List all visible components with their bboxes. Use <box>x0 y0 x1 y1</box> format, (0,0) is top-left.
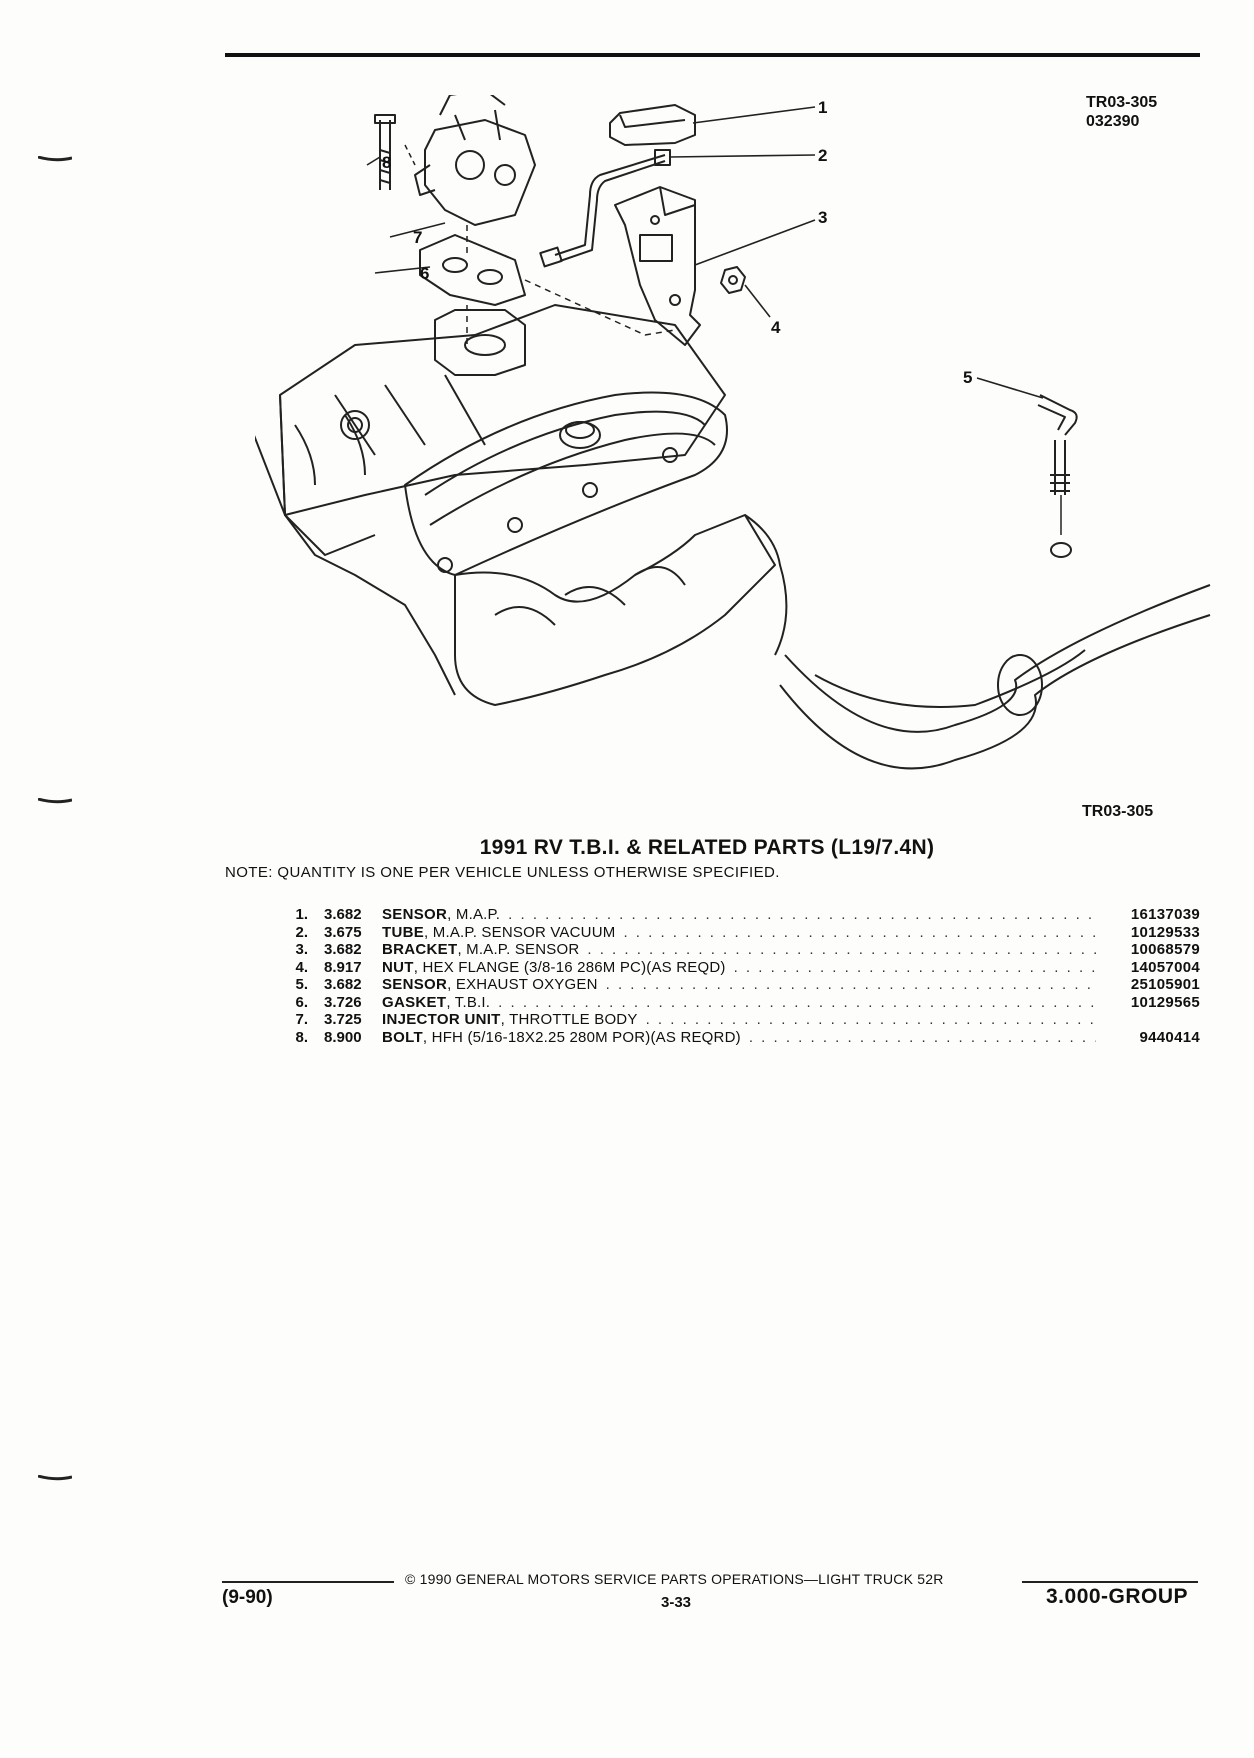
leader-dots <box>749 1029 1096 1047</box>
header-code: TR03-305 <box>1086 94 1158 111</box>
item-number: 5. <box>295 976 308 993</box>
callout-1: 1 <box>818 98 827 117</box>
group-number: 3.726 <box>324 993 362 1011</box>
callout-8: 8 <box>382 153 391 172</box>
top-rule <box>225 53 1200 57</box>
group-number: 3.725 <box>324 1011 362 1028</box>
part-name: BOLT <box>382 1028 423 1046</box>
parts-row: 1. 3.682 SENSOR, M.A.P. 16137039 <box>270 906 1200 924</box>
part-detail: , M.A.P. SENSOR VACUUM <box>424 923 616 941</box>
group-number: 3.682 <box>324 976 362 993</box>
header-date-code: 032390 <box>1086 113 1140 130</box>
parts-row: 8. 8.900 BOLT, HFH (5/16-18X2.25 280M PO… <box>270 1029 1200 1047</box>
part-detail: , T.B.I. <box>446 993 491 1011</box>
part-detail: , M.A.P. SENSOR <box>457 941 580 958</box>
leader-dots <box>606 976 1096 994</box>
binder-mark <box>38 156 72 162</box>
item-number: 1. <box>295 906 308 923</box>
callout-5: 5 <box>963 368 972 387</box>
part-detail: , HFH (5/16-18X2.25 280M POR)(AS REQRD) <box>422 1028 741 1046</box>
part-description: NUT, HEX FLANGE (3/8-16 286M PC)(AS REQD… <box>372 959 726 977</box>
diagram-code: TR03-305 <box>1082 803 1154 820</box>
parts-row: 3. 3.682 BRACKET, M.A.P. SENSOR 10068579 <box>270 941 1200 959</box>
callout-2: 2 <box>818 146 827 165</box>
part-name: SENSOR <box>382 906 448 923</box>
binder-mark <box>38 798 72 804</box>
footer-rule-left <box>222 1581 394 1583</box>
quantity-note: NOTE: QUANTITY IS ONE PER VEHICLE UNLESS… <box>225 864 780 881</box>
group-number: 8.917 <box>324 958 362 976</box>
part-number: 14057004 <box>1130 958 1200 976</box>
part-name: BRACKET <box>382 941 458 958</box>
item-number: 3. <box>295 941 308 958</box>
part-number: 10129565 <box>1130 993 1200 1011</box>
page-title-text: 1991 RV T.B.I. & RELATED PARTS (L19/7.4N… <box>479 836 935 859</box>
leader-dots <box>587 941 1096 959</box>
item-number: 2. <box>295 923 308 941</box>
exploded-view-diagram: 1 2 3 4 5 6 7 8 <box>255 95 1211 770</box>
group-number: 3.682 <box>324 906 362 923</box>
leader-dots <box>734 959 1096 977</box>
group-number: 3.675 <box>324 923 362 941</box>
item-number: 6. <box>295 993 308 1011</box>
leader-dots <box>498 994 1096 1012</box>
part-description: TUBE, M.A.P. SENSOR VACUUM <box>372 924 615 942</box>
group-number: 3.682 <box>324 941 362 958</box>
footer-date: (9-90) <box>222 1587 273 1608</box>
part-detail: , THROTTLE BODY <box>500 1011 638 1028</box>
footer-page-number: 3-33 <box>660 1594 692 1611</box>
leader-dots <box>508 906 1096 924</box>
callout-6: 6 <box>420 264 429 283</box>
part-number: 10129533 <box>1130 923 1200 941</box>
part-description: SENSOR, M.A.P. <box>372 906 500 924</box>
callout-7: 7 <box>413 228 422 247</box>
part-name: TUBE <box>382 923 425 941</box>
parts-row: 7. 3.725 INJECTOR UNIT, THROTTLE BODY <box>270 1011 1200 1029</box>
part-description: GASKET, T.B.I. <box>372 994 490 1012</box>
footer-rule-right <box>1022 1581 1198 1583</box>
group-number: 8.900 <box>324 1028 362 1046</box>
callout-3: 3 <box>818 208 827 227</box>
part-description: INJECTOR UNIT, THROTTLE BODY <box>372 1011 638 1029</box>
part-name: NUT <box>382 958 414 976</box>
part-description: SENSOR, EXHAUST OXYGEN <box>372 976 598 994</box>
part-number: 25105901 <box>1130 976 1200 993</box>
part-description: BRACKET, M.A.P. SENSOR <box>372 941 579 959</box>
item-number: 8. <box>295 1028 308 1046</box>
leader-dots <box>646 1011 1096 1029</box>
part-number: 9440414 <box>1139 1028 1200 1046</box>
parts-row: 4. 8.917 NUT, HEX FLANGE (3/8-16 286M PC… <box>270 959 1200 977</box>
parts-list: 1. 3.682 SENSOR, M.A.P. 16137039 2. 3.67… <box>270 906 1200 1046</box>
page-title: 1991 RV T.B.I. & RELATED PARTS (L19/7.4N… <box>0 836 1254 860</box>
footer-page-number-wrap: 3-33 <box>0 1594 1254 1611</box>
parts-row: 2. 3.675 TUBE, M.A.P. SENSOR VACUUM 1012… <box>270 924 1200 942</box>
part-detail: , HEX FLANGE (3/8-16 286M PC)(AS REQD) <box>413 958 726 976</box>
part-number: 10068579 <box>1130 941 1200 958</box>
parts-row: 5. 3.682 SENSOR, EXHAUST OXYGEN 25105901 <box>270 976 1200 994</box>
part-detail: , EXHAUST OXYGEN <box>447 976 598 993</box>
part-name: SENSOR <box>382 976 448 993</box>
item-number: 4. <box>295 958 308 976</box>
part-detail: , M.A.P. <box>447 906 501 923</box>
item-number: 7. <box>295 1011 308 1028</box>
binder-mark <box>38 1475 72 1481</box>
part-description: BOLT, HFH (5/16-18X2.25 280M POR)(AS REQ… <box>372 1029 741 1047</box>
leader-dots <box>623 924 1096 942</box>
footer-copyright: © 1990 GENERAL MOTORS SERVICE PARTS OPER… <box>405 1571 944 1587</box>
parts-row: 6. 3.726 GASKET, T.B.I. 10129565 <box>270 994 1200 1012</box>
header-code-block: TR03-305 032390 <box>1086 93 1157 131</box>
callout-4: 4 <box>771 318 781 337</box>
part-name: GASKET <box>382 993 447 1011</box>
part-number: 16137039 <box>1130 906 1200 923</box>
part-name: INJECTOR UNIT <box>382 1011 501 1028</box>
footer-group: 3.000-GROUP <box>1046 1585 1189 1608</box>
